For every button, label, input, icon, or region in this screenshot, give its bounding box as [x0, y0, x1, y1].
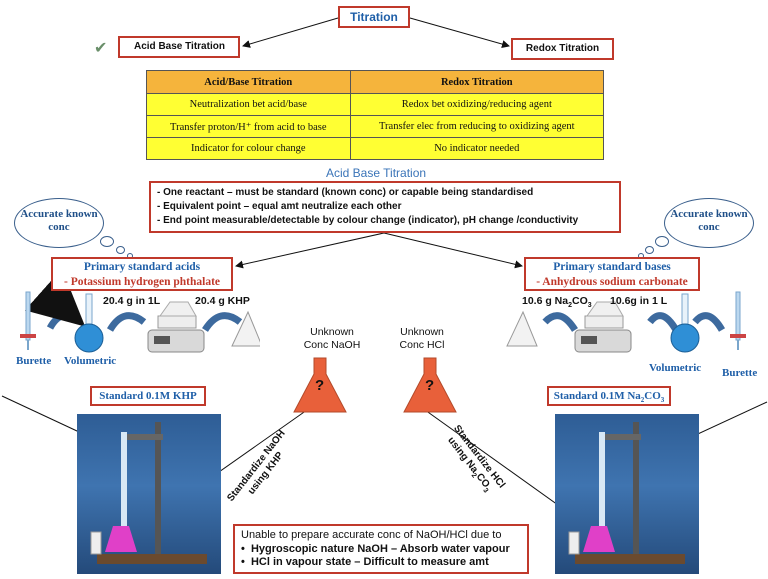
right-apparatus	[506, 291, 746, 353]
comparison-table: Acid/Base Titration Redox Titration Neut…	[146, 70, 605, 160]
mass-khp: 20.4 g KHP	[195, 295, 250, 307]
table-cell: Neutralization bet acid/base	[146, 93, 351, 116]
table-cell: Transfer elec from reducing to oxidizing…	[349, 115, 605, 138]
thought-bubble	[645, 246, 654, 254]
thought-bubble	[100, 236, 114, 247]
primary-bases-subtitle: - Anhydrous sodium carbonate	[536, 276, 688, 288]
primary-acids-title: Primary standard acids	[83, 261, 201, 273]
subscript: 3	[660, 396, 665, 405]
volumetric-flask-icon	[74, 293, 104, 353]
left-apparatus	[20, 291, 260, 353]
redox-branch: Redox Titration	[511, 38, 614, 60]
subscript: 3	[587, 302, 592, 310]
volumetric-label-left: Volumetric	[64, 355, 117, 367]
balance-icon	[574, 301, 632, 353]
titration-setup-icon	[568, 422, 685, 564]
title-box: Titration	[338, 6, 410, 28]
mass-na2co3-text: 10.6 g Na	[522, 295, 569, 307]
subscript: 2	[640, 396, 645, 405]
primary-bases-box: Primary standard bases - Anhydrous sodiu…	[524, 257, 700, 291]
table-cell: No indicator needed	[349, 137, 605, 160]
titration-photo-right	[555, 414, 699, 574]
volumetric-flask-icon	[670, 293, 700, 353]
bottom-note-bullet-text: Hygroscopic nature NaOH – Absorb water v…	[250, 542, 510, 555]
mass-in-1l-right: 10.6g in 1 L	[610, 295, 668, 307]
thought-bubble	[116, 246, 125, 254]
table-cell: Transfer proton/H⁺ from acid to base	[146, 115, 351, 138]
mass-na2co3-text: CO	[572, 295, 588, 307]
table-cell: Redox bet oxidizing/reducing agent	[349, 93, 605, 116]
unknown-naoh-label: Unknown Conc NaOH	[303, 326, 361, 351]
powder-icon	[506, 310, 538, 347]
acid-base-branch: Acid Base Titration	[118, 36, 240, 58]
primary-bases-title: Primary standard bases	[553, 261, 671, 273]
bottom-note-bullet: • HCl in vapour state – Difficult to mea…	[241, 556, 489, 568]
criteria-box: - One reactant – must be standard (known…	[149, 181, 621, 233]
standard-na2co3-text: Standard 0.1M Na	[553, 390, 641, 402]
primary-acids-box: Primary standard acids - Potassium hydro…	[51, 257, 233, 291]
criteria-item: - One reactant – must be standard (known…	[157, 187, 534, 198]
volumetric-label-right: Volumetric	[649, 362, 702, 374]
criteria-item: - Equivalent point – equal amt neutraliz…	[157, 201, 402, 212]
mass-na2co3: 10.6 g Na2CO3	[522, 295, 592, 309]
checkmark-icon: ✔	[94, 38, 108, 57]
subscript: 2	[568, 302, 573, 310]
burette-label-left: Burette	[16, 355, 52, 367]
bottom-note-bullet: • Hygroscopic nature NaOH – Absorb water…	[241, 542, 510, 555]
question-mark: ?	[315, 377, 325, 394]
table-row: Indicator for colour change No indicator…	[146, 137, 605, 160]
primary-acids-subtitle: - Potassium hydrogen phthalate	[63, 276, 220, 288]
powder-icon	[231, 310, 260, 347]
question-mark: ?	[425, 377, 435, 394]
bottom-note-box: Unable to prepare accurate conc of NaOH/…	[233, 524, 529, 574]
cloud-right: Accurate known conc	[664, 198, 754, 248]
bottom-note-heading: Unable to prepare accurate conc of NaOH/…	[241, 529, 502, 541]
burette-label-right: Burette	[722, 367, 758, 379]
criteria-item: - End point measurable/detectable by col…	[157, 215, 579, 226]
unknown-hcl-label: Unknown Conc HCl	[399, 326, 445, 351]
thought-bubble	[655, 236, 669, 247]
burette-icon	[20, 291, 36, 350]
bottom-note-bullet-text: HCl in vapour state – Difficult to measu…	[250, 556, 489, 568]
table-row: Transfer proton/H⁺ from acid to base Tra…	[146, 115, 605, 138]
mass-in-1l-left: 20.4 g in 1L	[103, 295, 161, 307]
titration-setup-icon	[90, 422, 207, 564]
table-cell: Indicator for colour change	[146, 137, 351, 160]
conical-flask-hcl-icon	[403, 357, 457, 413]
burette-icon	[730, 291, 746, 350]
section-title: Acid Base Titration	[326, 166, 427, 180]
cloud-left: Accurate known conc	[14, 198, 104, 248]
standard-na2co3-text: CO	[644, 390, 661, 402]
conical-flask-naoh-icon	[293, 357, 347, 413]
table-header: Redox Titration	[349, 70, 605, 94]
standard-na2co3-box: Standard 0.1M Na2CO3	[547, 386, 671, 406]
table-row: Neutralization bet acid/base Redox bet o…	[146, 93, 605, 116]
balance-icon	[147, 301, 205, 353]
table-header-row: Acid/Base Titration Redox Titration	[146, 70, 605, 94]
titration-photo-left	[77, 414, 221, 574]
table-header: Acid/Base Titration	[146, 70, 351, 94]
standard-khp-box: Standard 0.1M KHP	[90, 386, 206, 406]
